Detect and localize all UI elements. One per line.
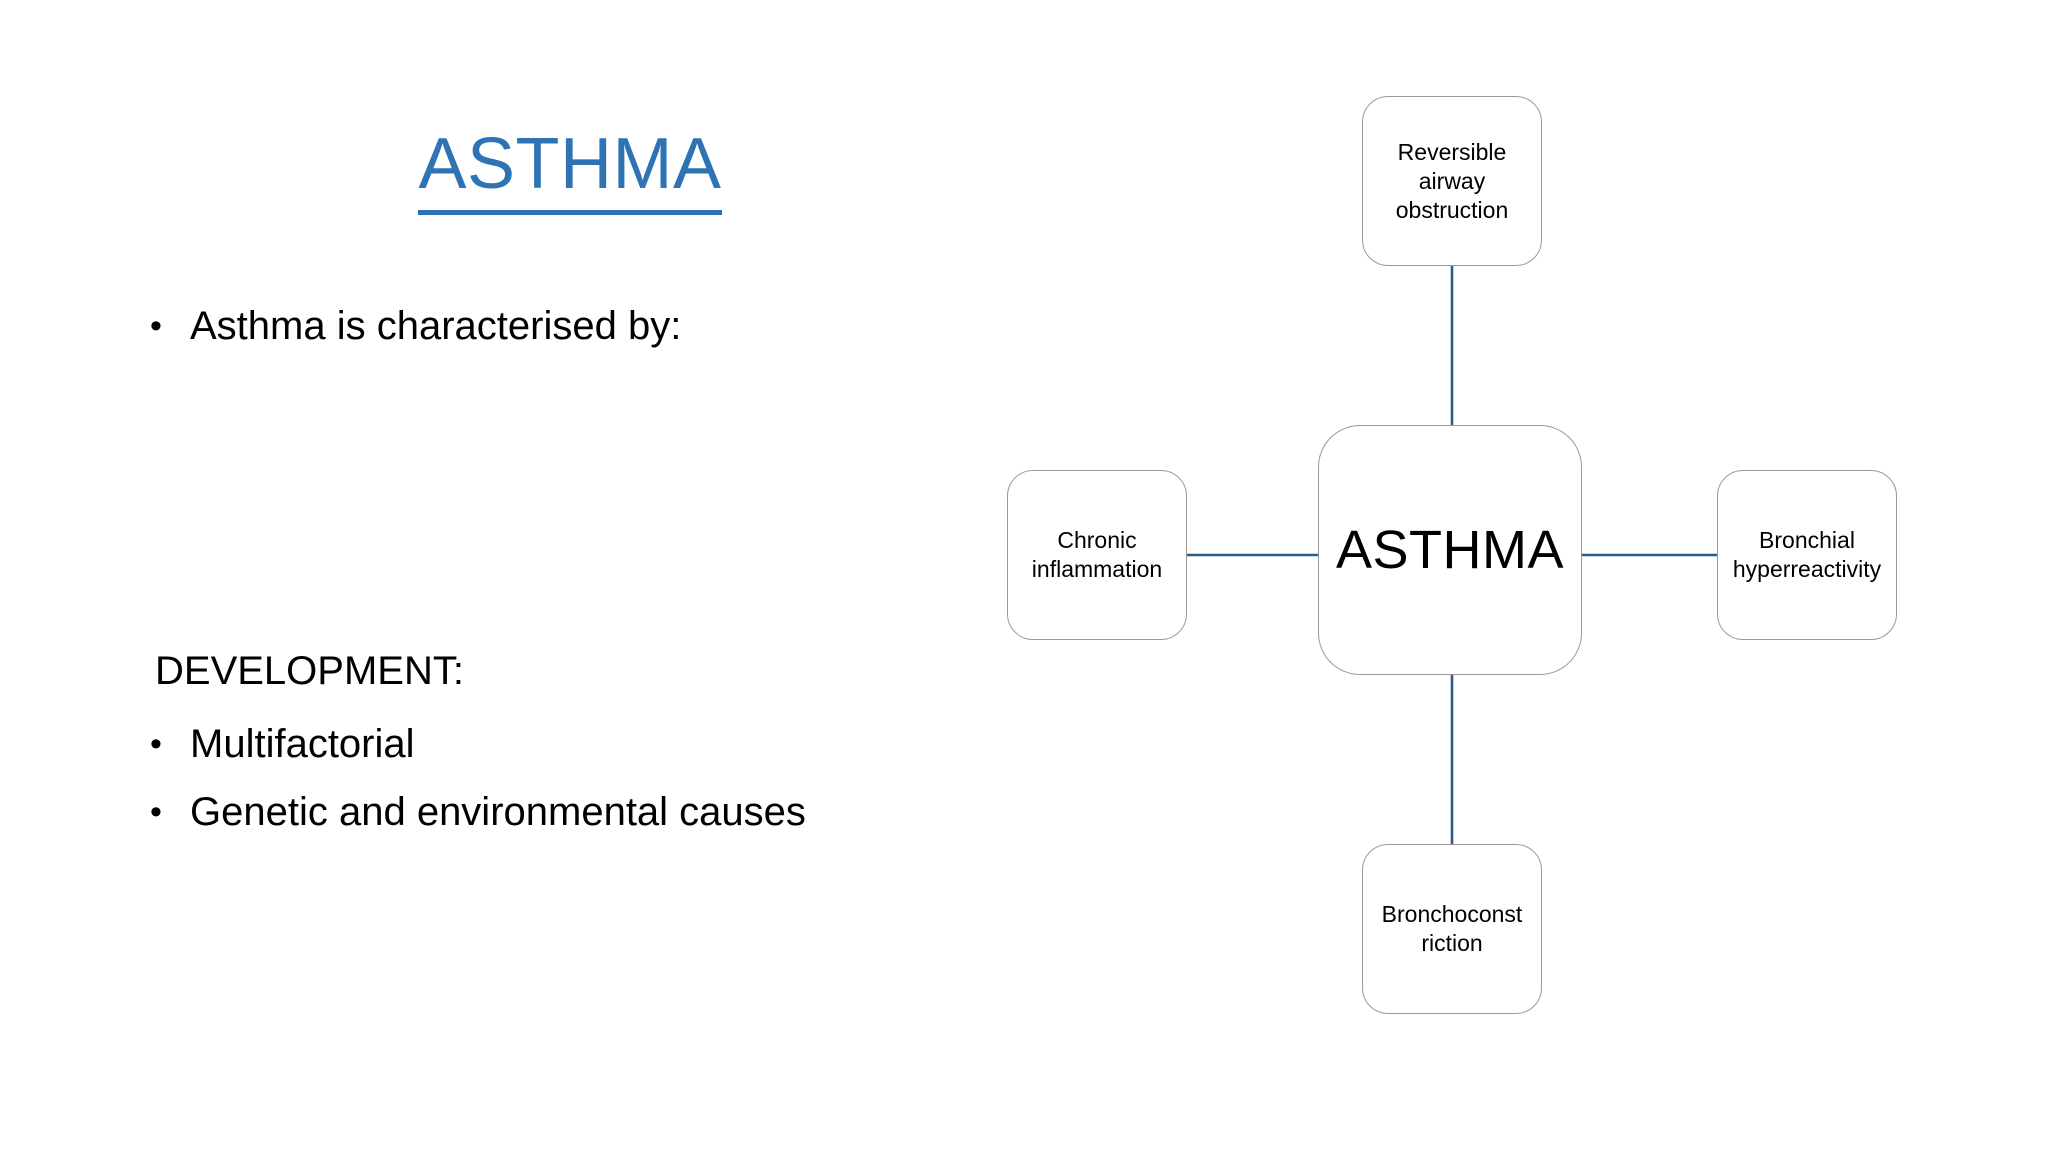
diagram-node-chronic-inflammation[interactable]: Chronic inflammation <box>1007 470 1187 640</box>
diagram-center-label: ASTHMA <box>1335 520 1565 580</box>
section-heading: DEVELOPMENT: <box>155 649 464 693</box>
list-item-label: Genetic and environmental causes <box>190 790 806 834</box>
bullet-marker-icon: • <box>150 725 162 763</box>
diagram-node-label: Bronchial hyperreactivity <box>1732 527 1882 582</box>
development-bullet-list: • Multifactorial • Genetic and environme… <box>150 718 950 838</box>
list-item: • Asthma is characterised by: <box>150 300 950 352</box>
diagram-node-label: Reversible airway obstruction <box>1395 138 1509 223</box>
list-item-label: Multifactorial <box>190 722 415 766</box>
lead-bullet-block: • Asthma is characterised by: <box>150 300 950 352</box>
asthma-radial-diagram: Reversible airway obstruction Chronic in… <box>980 80 1940 1040</box>
list-item: • Genetic and environmental causes <box>150 786 950 838</box>
diagram-node-bronchial-hyperreactivity[interactable]: Bronchial hyperreactivity <box>1717 470 1897 640</box>
diagram-node-center-asthma[interactable]: ASTHMA <box>1318 425 1582 675</box>
page-title: ASTHMA <box>0 122 1140 215</box>
bullet-marker-icon: • <box>150 793 162 831</box>
diagram-node-label: Chronic inflammation <box>1031 527 1163 582</box>
diagram-node-label: Bronchoconst riction <box>1381 901 1523 956</box>
diagram-node-reversible-airway-obstruction[interactable]: Reversible airway obstruction <box>1362 96 1542 266</box>
page-title-text: ASTHMA <box>418 122 722 215</box>
bullet-marker-icon: • <box>150 307 162 345</box>
diagram-connectors <box>1187 266 1717 844</box>
diagram-node-bronchoconstriction[interactable]: Bronchoconst riction <box>1362 844 1542 1014</box>
list-item-label: Asthma is characterised by: <box>190 304 682 348</box>
list-item: • Multifactorial <box>150 718 950 770</box>
